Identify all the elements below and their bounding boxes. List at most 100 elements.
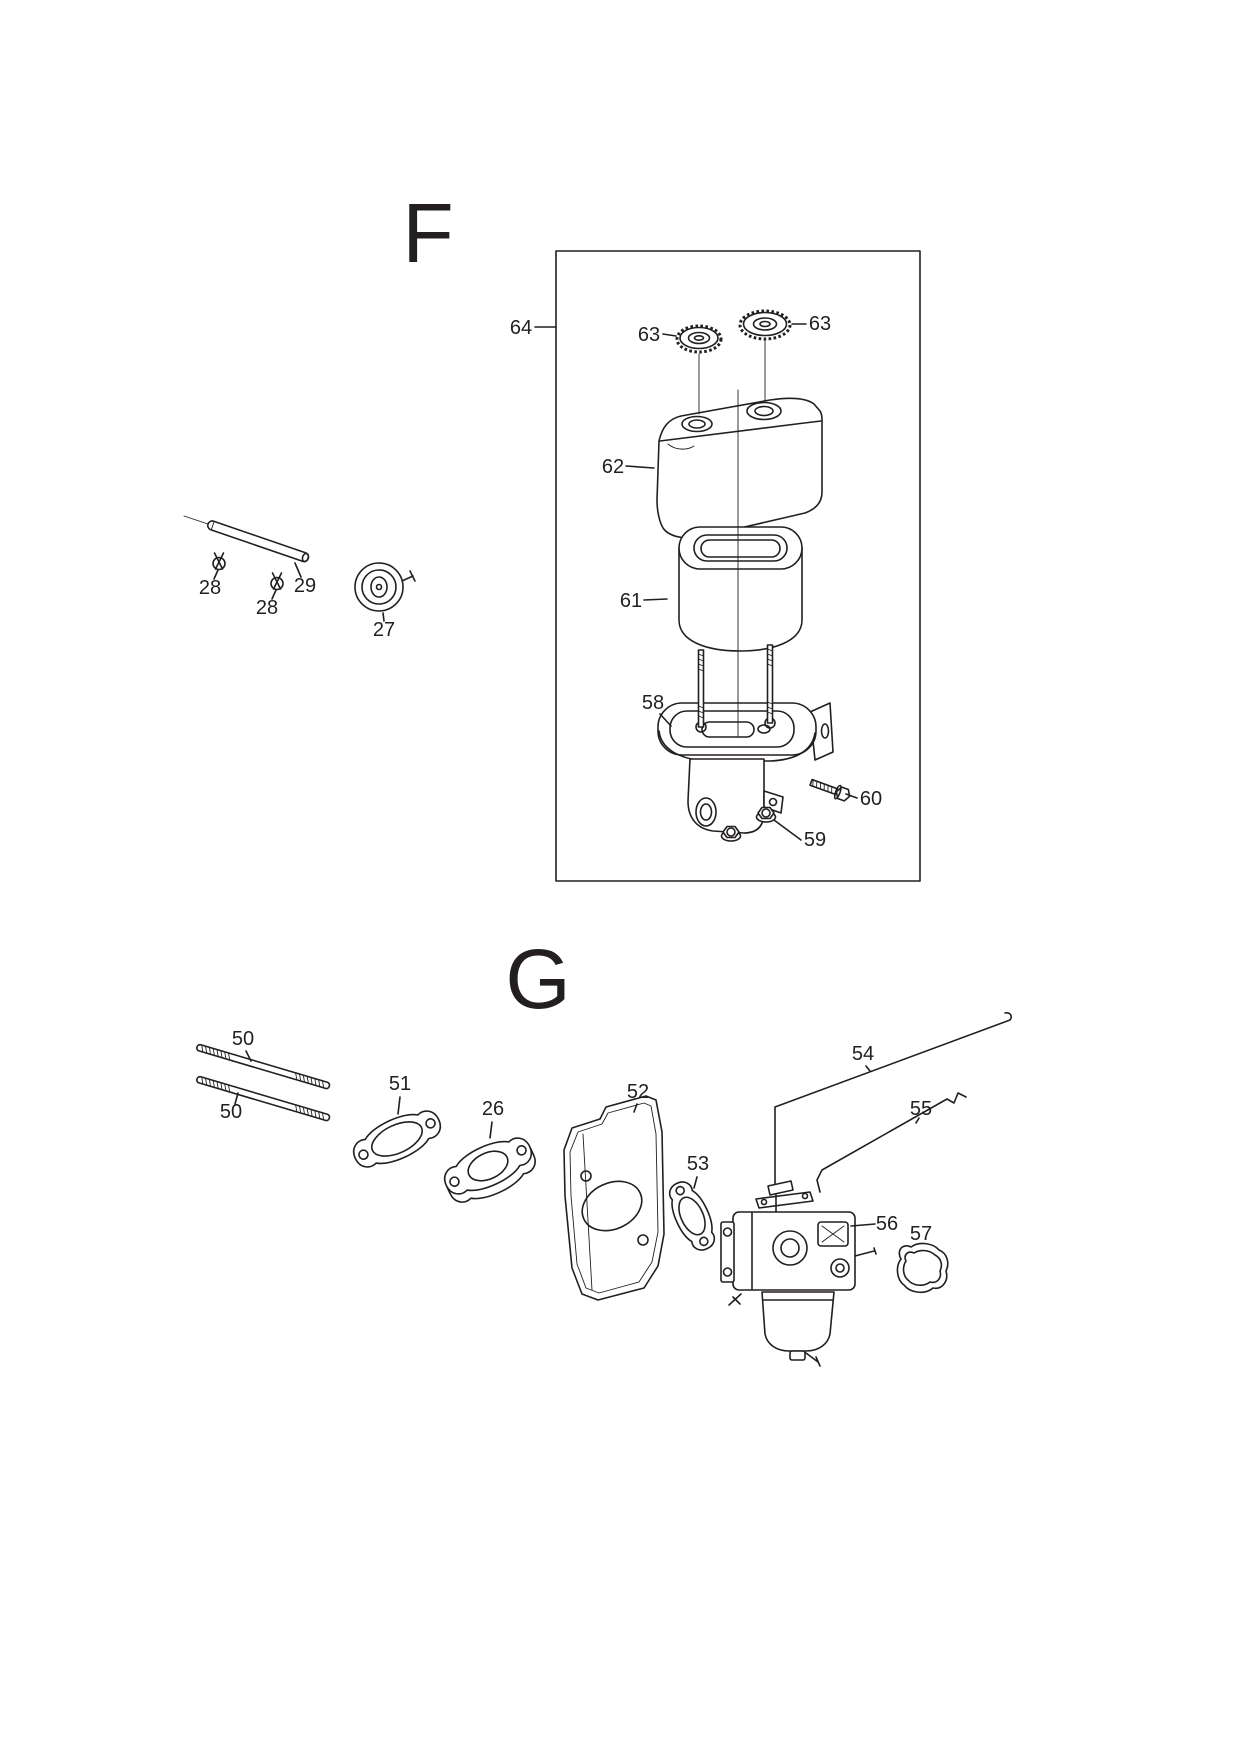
callout-63-right: 63 — [791, 313, 831, 335]
drain-screw — [805, 1352, 821, 1367]
callout-64: 64 — [510, 317, 557, 339]
callout-59: 59 — [773, 819, 826, 851]
callout-61: 61 — [620, 590, 668, 612]
part-number-label: 29 — [294, 575, 316, 597]
float-bowl — [761, 1291, 835, 1352]
choke-knob — [830, 1258, 850, 1278]
gasket-53 — [668, 1181, 716, 1251]
hose-clamp-28-left — [212, 552, 226, 571]
leader-line — [915, 1117, 920, 1124]
callout-50-upper: 50 — [232, 1028, 254, 1062]
diaphragm-27 — [354, 562, 416, 612]
part-number-label: 27 — [373, 619, 395, 641]
callout-28-right: 28 — [256, 589, 278, 619]
part-number-label: 63 — [809, 313, 831, 335]
bowl-nut — [789, 1350, 806, 1361]
stud-50-lower — [196, 1075, 331, 1122]
part-number-label: 28 — [199, 577, 221, 599]
part-number-label: 52 — [627, 1081, 649, 1103]
breather-tube-29 — [206, 520, 310, 563]
callout-57: 57 — [910, 1223, 932, 1245]
part-number-label: 56 — [876, 1213, 898, 1235]
part-number-label: 50 — [232, 1028, 254, 1050]
filter-studs — [697, 644, 774, 728]
part-number-label: 51 — [389, 1073, 411, 1095]
callout-27: 27 — [373, 612, 395, 641]
callout-62: 62 — [602, 456, 655, 478]
fuel-inlet — [728, 1293, 742, 1306]
part-number-label: 57 — [910, 1223, 932, 1245]
leader-line — [850, 1223, 876, 1227]
callout-52: 52 — [627, 1081, 649, 1113]
callout-28-left: 28 — [199, 569, 221, 599]
callout-51: 51 — [389, 1073, 411, 1115]
hose-clamp-28-right — [270, 572, 284, 591]
callout-53: 53 — [687, 1153, 709, 1189]
callout-60: 60 — [845, 788, 882, 810]
part-number-label: 58 — [642, 692, 664, 714]
part-number-label: 55 — [910, 1098, 932, 1120]
leader-line — [294, 562, 302, 578]
callout-63-left: 63 — [638, 324, 677, 346]
callout-56: 56 — [850, 1213, 898, 1235]
leader-line — [397, 1096, 401, 1115]
callout-55: 55 — [910, 1098, 932, 1124]
leader-line — [633, 1103, 638, 1113]
air-filter-base-58 — [657, 702, 834, 834]
filter-cap-63-left — [675, 324, 723, 354]
leader-line — [234, 1092, 239, 1105]
leader-line — [382, 612, 385, 622]
leader-line — [643, 598, 668, 601]
part-number-label: 63 — [638, 324, 660, 346]
callout-54: 54 — [852, 1043, 874, 1072]
gasket-57 — [896, 1242, 949, 1294]
part-number-label: 64 — [510, 317, 532, 339]
leader-line — [659, 713, 672, 727]
air-filter-cover-62 — [656, 397, 823, 539]
choke-rod-55 — [816, 1092, 967, 1193]
gasket-51 — [352, 1110, 442, 1168]
callout-58: 58 — [642, 692, 672, 727]
mount-flange — [720, 1221, 735, 1283]
flange-nut-59-upper — [755, 806, 777, 823]
leader-line — [693, 1176, 698, 1189]
stud-50-upper — [196, 1043, 331, 1090]
leader-line — [213, 569, 219, 580]
throttle-rod-54 — [774, 1012, 1012, 1192]
idle-screw — [854, 1247, 877, 1257]
callout-50-lower: 50 — [220, 1092, 242, 1123]
section-letter-g: G — [505, 932, 570, 1026]
carburetor-56 — [720, 1180, 877, 1367]
leader-line — [625, 465, 655, 469]
part-number-label: 26 — [482, 1098, 504, 1120]
section-g: G — [196, 932, 1012, 1367]
callout-29: 29 — [294, 562, 316, 597]
section-f: F — [183, 186, 921, 882]
part-number-label: 50 — [220, 1101, 242, 1123]
leader-line — [245, 1050, 252, 1062]
leader-line — [773, 819, 802, 841]
part-number-label: 59 — [804, 829, 826, 851]
venturi — [772, 1230, 808, 1266]
leader-line — [845, 793, 858, 799]
part-number-label: 60 — [860, 788, 882, 810]
air-filter-element-61 — [678, 526, 803, 652]
leader-line — [489, 1121, 493, 1139]
leader-line — [865, 1065, 871, 1072]
flange-bolt-60 — [809, 778, 851, 802]
part-number-label: 61 — [620, 590, 642, 612]
leader-line — [662, 333, 677, 337]
part-number-label: 62 — [602, 456, 624, 478]
callout-26: 26 — [482, 1098, 504, 1139]
heat-shield-52 — [563, 1095, 665, 1301]
part-number-label: 28 — [256, 597, 278, 619]
filter-cap-63-right — [738, 309, 792, 341]
section-letter-f: F — [402, 186, 453, 280]
insulator-26 — [443, 1137, 536, 1203]
flange-nut-59-lower — [720, 825, 742, 842]
leader-line — [271, 589, 277, 600]
section-f-frame — [555, 250, 921, 882]
part-number-label: 53 — [687, 1153, 709, 1175]
